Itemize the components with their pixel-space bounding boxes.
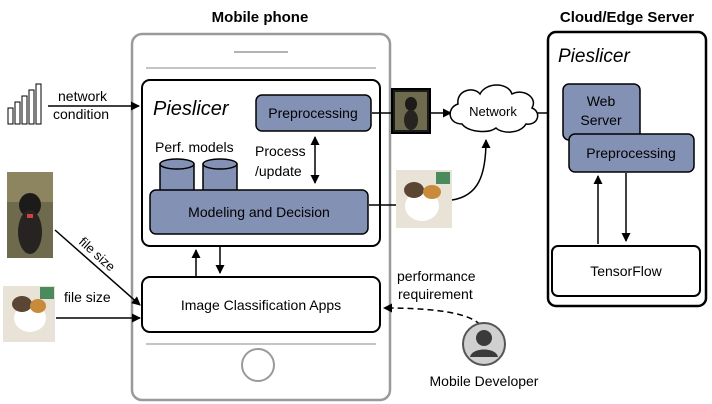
process-label: Process (255, 143, 306, 159)
image-classification-apps-label: Image Classification Apps (181, 297, 341, 313)
performance-requirement-dashed-arrow (383, 303, 485, 335)
dog-photo-arrow (54, 229, 141, 306)
pieslicer-phone-label: Pieslicer (153, 98, 230, 120)
developer-avatar-icon (462, 322, 506, 366)
cat-photo-middle-image (396, 170, 452, 228)
preprocessing-phone-label: Preprocessing (268, 105, 358, 121)
network-condition-label-1: network (58, 88, 108, 104)
preprocessing-phone-box (255, 94, 372, 132)
web-server-label-2: Server (580, 112, 622, 128)
modeling-decision-label: Modeling and Decision (188, 204, 330, 220)
preprocessing-server-box (568, 133, 695, 173)
cat-photo-image (3, 286, 55, 342)
server-title: Cloud/Edge Server (560, 9, 694, 26)
tensorflow-box (551, 245, 701, 297)
network-label: Network (469, 104, 517, 119)
cloud-icon (449, 84, 539, 133)
web-server-label-1: Web (587, 93, 616, 109)
photo-to-network-curve-arrow (451, 139, 491, 201)
modeling-decision-box (149, 189, 369, 235)
mobile-developer-label: Mobile Developer (430, 373, 539, 389)
image-classification-apps-box (141, 276, 381, 333)
dog-photo-image (7, 172, 53, 258)
server-pieslicer-label: Pieslicer (558, 46, 630, 67)
preprocessing-server-label: Preprocessing (586, 145, 676, 161)
performance-label-2: requirement (398, 286, 473, 302)
update-label: /update (255, 163, 302, 179)
phone-title: Mobile phone (212, 9, 309, 26)
tensorflow-label: TensorFlow (590, 263, 662, 279)
signal-bars-icon (7, 83, 42, 125)
home-button-icon (241, 348, 275, 382)
network-condition-label-2: condition (53, 106, 109, 122)
performance-label-1: performance (397, 268, 476, 284)
file-size-label-bottom: file size (64, 289, 111, 305)
dog-photo-small-image (391, 88, 431, 134)
perf-models-label: Perf. models (155, 139, 234, 155)
